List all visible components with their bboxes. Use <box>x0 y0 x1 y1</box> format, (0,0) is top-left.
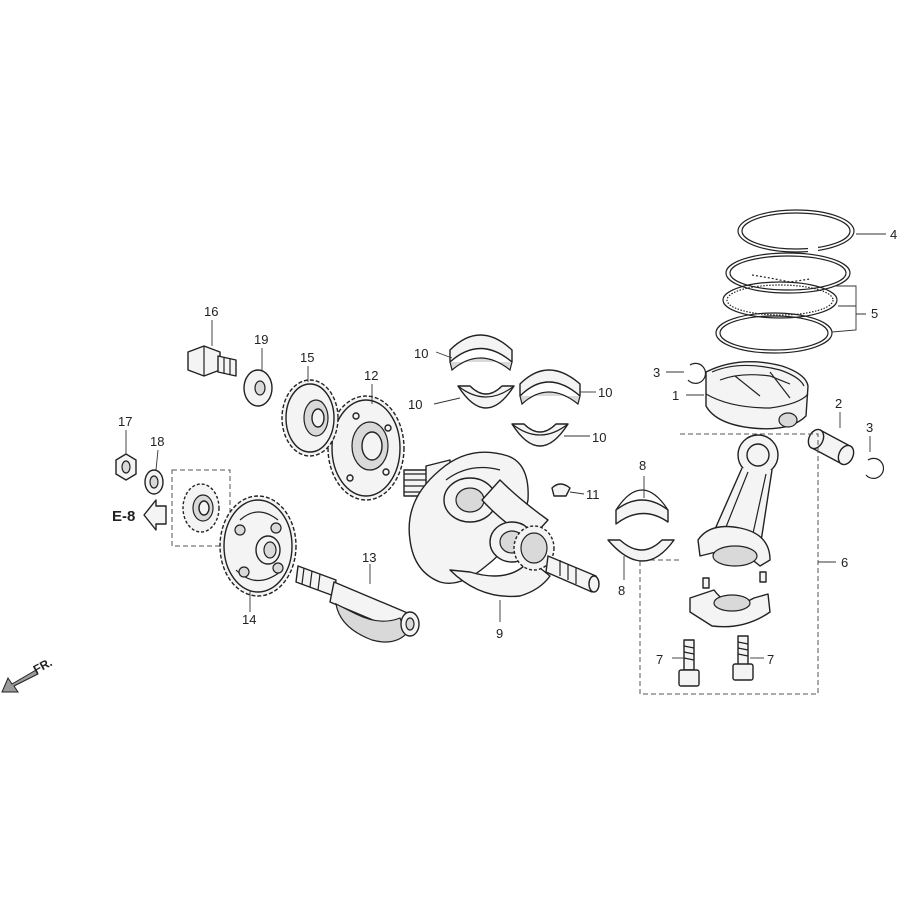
reference-arrow <box>143 499 167 531</box>
callout-16: 16 <box>204 304 218 319</box>
callout-9: 9 <box>496 626 503 641</box>
callout-5: 5 <box>871 306 878 321</box>
reference-box <box>171 469 231 547</box>
callout-8-upper: 8 <box>639 458 646 473</box>
callout-17: 17 <box>118 414 132 429</box>
main-bearing-3 <box>519 369 581 406</box>
callout-4: 4 <box>890 227 897 242</box>
woodruff-key <box>551 483 571 497</box>
callouts: 4 5 1 3 2 3 6 7 7 8 8 9 10 10 10 10 11 1… <box>118 227 897 667</box>
callout-2: 2 <box>835 396 842 411</box>
connecting-rod <box>697 434 779 567</box>
piston-pin <box>807 428 855 466</box>
gear-15 <box>281 379 339 457</box>
callout-3-right: 3 <box>866 420 873 435</box>
piston-pin-clip-left <box>687 362 707 384</box>
rod-bolt-left <box>678 639 700 687</box>
callout-13: 13 <box>362 550 376 565</box>
piston-ring-top <box>737 209 855 253</box>
washer-19 <box>243 369 273 407</box>
rod-bolt-right <box>732 635 754 681</box>
rod-cap <box>689 589 771 628</box>
rod-bearing-lower <box>607 539 675 562</box>
gear-12 <box>327 395 405 501</box>
callout-7-right: 7 <box>767 652 774 667</box>
callout-10-d: 10 <box>592 430 606 445</box>
piston-ring-set <box>715 252 851 354</box>
callout-15: 15 <box>300 350 314 365</box>
main-bearing-2 <box>457 385 515 409</box>
callout-10-c: 10 <box>598 385 612 400</box>
sprocket-reference <box>182 483 220 533</box>
leader-lines <box>125 233 886 659</box>
piston <box>705 361 809 430</box>
balancer-shaft <box>295 565 420 643</box>
callout-3-left: 3 <box>653 365 660 380</box>
washer-18 <box>144 469 164 495</box>
front-direction-arrow <box>1 669 39 693</box>
callout-19: 19 <box>254 332 268 347</box>
callout-14: 14 <box>242 612 256 627</box>
callout-7-left: 7 <box>656 652 663 667</box>
callout-8-lower: 8 <box>618 583 625 598</box>
rod-dowels <box>702 571 767 589</box>
callout-18: 18 <box>150 434 164 449</box>
gear-14 <box>219 495 297 597</box>
callout-1: 1 <box>672 388 679 403</box>
callout-12: 12 <box>364 368 378 383</box>
crank-timing-gear <box>513 525 555 571</box>
crankshaft <box>403 451 600 598</box>
rod-bearing-upper <box>615 489 669 525</box>
piston-pin-clip-right <box>865 457 885 479</box>
bolt-16 <box>187 345 237 377</box>
nut-17 <box>115 453 137 481</box>
main-bearing-1 <box>449 334 513 372</box>
callout-10-b: 10 <box>408 397 422 412</box>
callout-6: 6 <box>841 555 848 570</box>
main-bearing-4 <box>511 423 569 447</box>
reference-label: E-8 <box>112 508 135 525</box>
callout-10-a: 10 <box>414 346 428 361</box>
callout-11: 11 <box>586 487 600 502</box>
